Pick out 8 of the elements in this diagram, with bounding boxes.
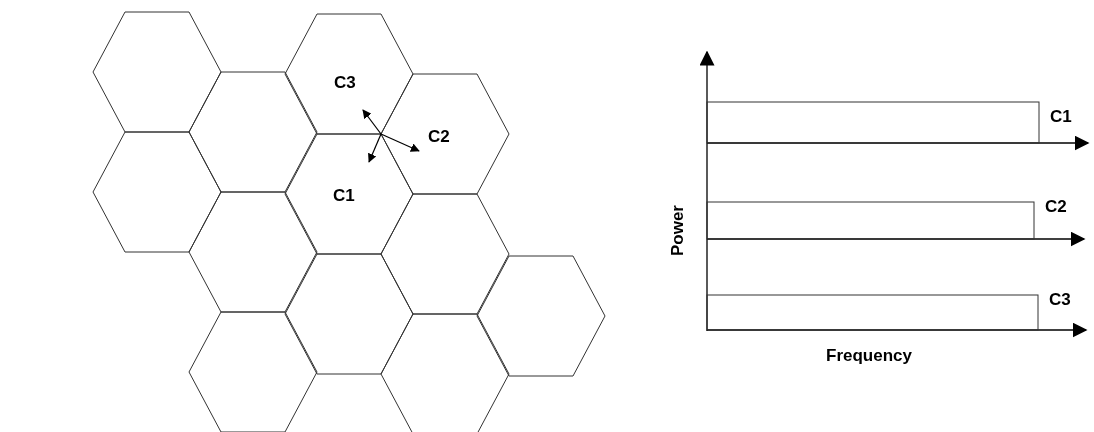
band-label: C3 [1049,291,1071,308]
band-label: C1 [1050,108,1072,125]
axis-label: Frequency [826,347,912,364]
cell-label: C1 [333,187,355,204]
axis-label: Power [669,204,686,256]
cell-label: C2 [428,128,450,145]
band-label: C2 [1045,198,1067,215]
cell-label: C3 [334,74,356,91]
